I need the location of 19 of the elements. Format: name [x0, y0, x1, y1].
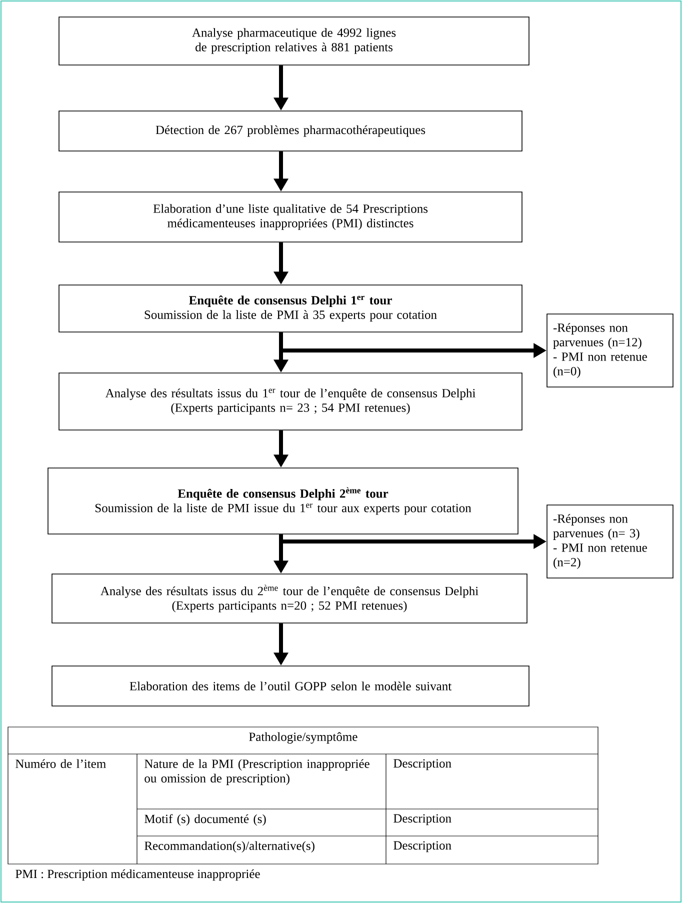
process-box: Analyse des résultats issus du 1$^{er}$ tour de l’enquête de consensus Delphi (Experts participants n= 23 ; 54 PMI retenues): [58, 372, 522, 430]
process-box: Enquête de consensus Delphi 1$^{er}$ tour Soumission de la liste de PMI à 35 experts pour cotation: [58, 284, 522, 332]
table-cell: Numéro de l’item: [16, 759, 106, 768]
process-box: Elaboration des items de l’outil GOPP selon le modèle suivant: [52, 666, 530, 706]
process-box: Elaboration d’une liste qualitative de 54 Prescriptions médicamenteuses inappropriées (PMI) distinctes: [58, 192, 522, 242]
process-box: Enquête de consensus Delphi 2$^{ème}$ tour Soumission de la liste de PMI issue du 1$^{er}$ tour aux experts pour cotation: [48, 468, 518, 534]
note-box: -Réponses non parvenues (n= 3) - PMI non retenue (n=2): [546, 504, 674, 578]
footnote: PMI : Prescription médicamenteuse inappropriée: [16, 869, 260, 881]
table-cell: Nature de la PMI (Prescription inappropriée ou omission de prescription): [144, 759, 370, 786]
note-box: -Réponses non parvenues (n=12) - PMI non retenue (n=0): [546, 314, 674, 388]
table-cell: Description: [394, 841, 452, 852]
table-cell: Description: [394, 759, 452, 770]
process-box: Détection de 267 problèmes pharmacothérapeutiques: [58, 110, 522, 152]
table-cell: Description: [394, 814, 452, 826]
process-box: Analyse des résultats issus du 2$^{ème}$ tour de l’enquête de consensus Delphi (Experts participants n=20 ; 52 PMI retenues): [52, 574, 528, 624]
table-cell: Motif (s) documenté (s): [144, 814, 266, 826]
table-cell: Pathologie/symptôme: [249, 732, 358, 744]
process-box: Analyse pharmaceutique de 4992 lignes de prescription relatives à 881 patients: [58, 16, 530, 66]
table-cell: Recommandation(s)/alternative(s): [144, 841, 314, 853]
